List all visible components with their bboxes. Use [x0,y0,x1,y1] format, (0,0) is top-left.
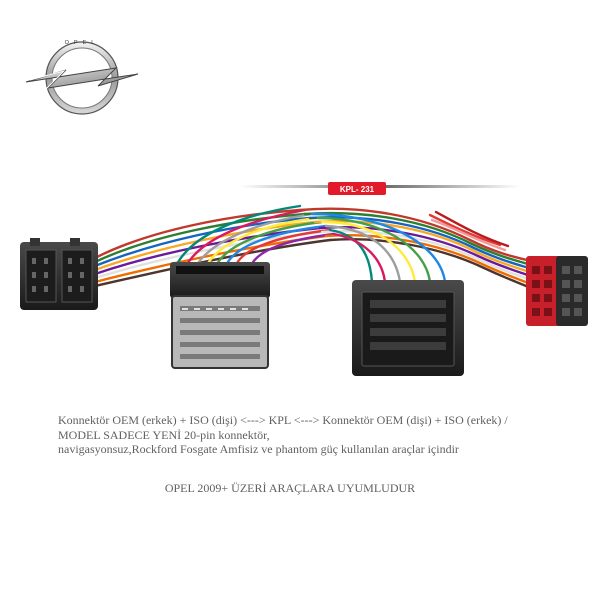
oem-connector-center [352,280,464,376]
description-line-3: navigasyonsuz,Rockford Fosgate Amfisiz v… [58,442,459,456]
wire-bundle-right [298,207,537,292]
product-description: Konnektör OEM (erkek) + ISO (dişi) <--->… [58,413,588,457]
iso-connector-left [20,238,98,310]
oem-connector-left [170,262,270,369]
logo-text: OPEL [65,40,100,46]
harness-image: KPL- 231 [20,182,588,376]
iso-connector-right [526,256,588,326]
product-label-badge [328,182,386,195]
compatibility-note: OPEL 2009+ ÜZERİ ARAÇLARA UYUMLUDUR [0,481,600,496]
description-line-2: MODEL SADECE YENİ 20-pin konnektör, [58,427,270,442]
wire-bundle-left [93,204,336,288]
description-line-1: Konnektör OEM (erkek) + ISO (dişi) <--->… [58,413,508,427]
opel-logo: OPEL [25,40,139,115]
compatibility-text: OPEL 2009+ ÜZERİ ARAÇLARA UYUMLUDUR [164,481,416,495]
product-label: KPL- 231 [340,185,375,194]
